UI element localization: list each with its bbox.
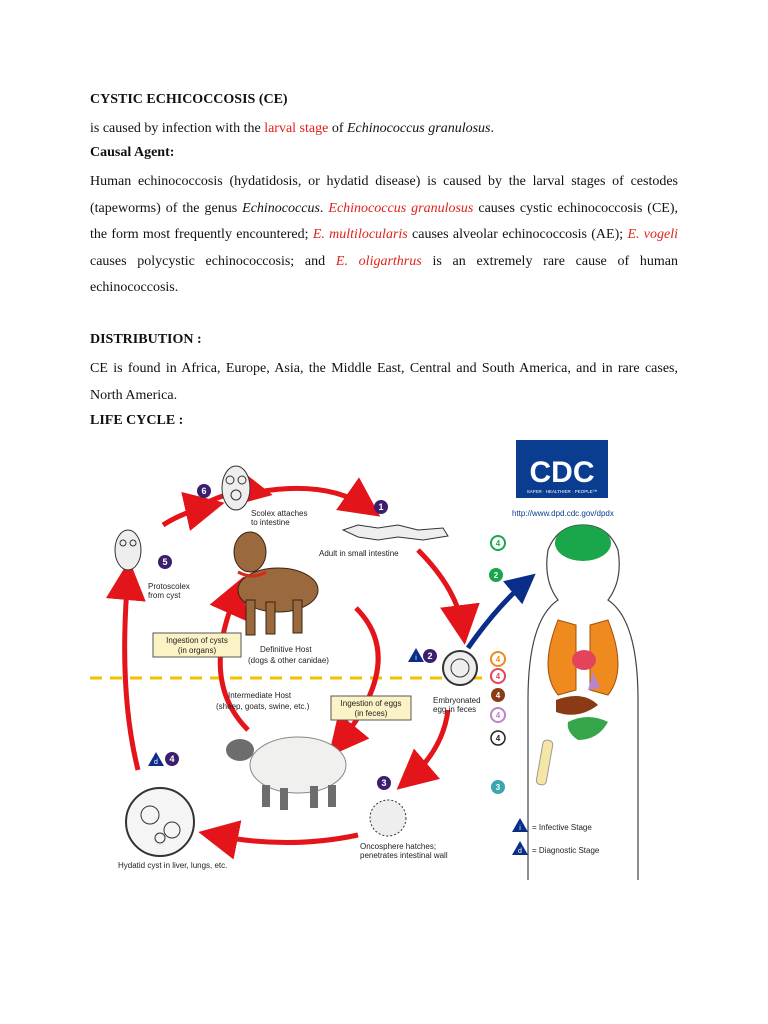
scolex-illustration [221, 465, 251, 511]
cdc-url: http://www.dpd.cdc.gov/dpdx [512, 509, 614, 518]
oncosphere-label-1: Oncosphere hatches; [360, 842, 436, 851]
ingest-eggs-label-2: (in feces) [355, 709, 388, 718]
step-2-number: 2 [427, 651, 432, 661]
egg-illustration [442, 650, 478, 686]
arrow-protoscolex-to-scolex [161, 491, 225, 531]
oncosphere-illustration [369, 799, 407, 837]
svg-text:4: 4 [496, 539, 501, 548]
arrow-inner-right [328, 606, 381, 757]
svg-text:4: 4 [496, 691, 501, 700]
scolex-label-2: to intestine [251, 518, 290, 527]
intro-paragraph: is caused by infection with the larval s… [90, 116, 678, 143]
svg-text:4: 4 [496, 655, 501, 664]
causal-egranulosus: Echinococcus granulosus [328, 200, 474, 216]
dog-illustration [233, 531, 319, 636]
ingest-eggs-box [330, 695, 412, 721]
arrow-oncosphere-to-cyst [198, 820, 359, 860]
step-5-badge [158, 555, 172, 569]
intermediate-host-sub: (sheep, goats, swine, etc.) [216, 702, 310, 711]
protoscolex-label-1: Protoscolex [148, 582, 190, 591]
distribution-paragraph: CE is found in Africa, Europe, Asia, the… [90, 361, 678, 403]
step-3-number: 3 [381, 778, 386, 788]
step-4-number: 4 [169, 754, 174, 764]
ingest-cysts-label-2: (in organs) [178, 646, 217, 655]
hydatid-label: Hydatid cyst in liver, lungs, etc. [118, 861, 227, 870]
arrow-cyst-to-protoscolex [105, 560, 146, 771]
human-step-markers: 4 2 4 4 4 4 4 3 [489, 535, 506, 794]
ingest-cysts-label-1: Ingestion of cysts [166, 636, 228, 645]
human-illustration [527, 524, 639, 880]
legend-diagnostic-text: = Diagnostic Stage [532, 846, 600, 855]
arrow-scolex-to-adult [257, 477, 381, 517]
step-6-number: 6 [201, 486, 206, 496]
distribution-heading: DISTRIBUTION : [90, 332, 202, 347]
egg-label-2: egg in feces [433, 705, 476, 714]
infective-marker [408, 648, 424, 662]
causal-s4: causes alveolar echinococcosis (AE); [407, 227, 628, 242]
life-cycle-diagram: 6 Scolex attaches to intestine 1 Adult i… [90, 440, 639, 880]
intro-pre: is caused by infection with the [90, 121, 265, 136]
egg-label-1: Embryonated [433, 696, 481, 705]
diagnostic-marker [148, 752, 164, 766]
protoscolex-label-2: from cyst [148, 591, 181, 600]
oncosphere-label-2: penetrates intestinal wall [360, 851, 448, 860]
sheep-illustration [226, 736, 347, 810]
definitive-host-sub: (dogs & other canidae) [248, 656, 329, 665]
adult-label: Adult in small intestine [319, 549, 399, 558]
causal-heading: Causal Agent: [90, 145, 175, 160]
adult-worm-illustration [341, 524, 449, 541]
causal-eoligarthrus: E. oligarthrus [335, 253, 422, 269]
svg-text:4: 4 [496, 672, 501, 681]
legend-infective-text: = Infective Stage [532, 823, 592, 832]
intermediate-host-label: Intermediate Host [228, 691, 292, 700]
arrow-egg-to-human [465, 573, 536, 650]
svg-text:SAFER · HEALTHIER · PEOPLE™: SAFER · HEALTHIER · PEOPLE™ [527, 489, 597, 494]
arrow-adult-to-egg [416, 548, 480, 645]
hydatid-cyst-illustration [125, 787, 195, 857]
legend-diagnostic-icon [512, 841, 528, 855]
svg-text:2: 2 [494, 571, 499, 580]
step-5-number: 5 [162, 557, 167, 567]
arrow-inner-left [209, 576, 250, 732]
causal-s1: Human echinococcosis (hydatidosis, or hy… [90, 174, 678, 216]
causal-s2: . [319, 200, 329, 216]
svg-text:4: 4 [496, 734, 501, 743]
legend-infective-icon [512, 818, 528, 832]
arrow-egg-to-oncosphere [396, 709, 451, 790]
definitive-host-label: Definitive Host [260, 645, 312, 654]
life-cycle-heading: LIFE CYCLE : [90, 413, 184, 428]
step-4-badge [165, 752, 179, 766]
intro-larval-stage: larval stage [264, 121, 329, 136]
ingest-eggs-label-1: Ingestion of eggs [341, 699, 402, 708]
step-6-badge [197, 484, 211, 498]
causal-genus: Echinococcus [242, 200, 320, 216]
scolex-label-1: Scolex attaches [251, 509, 307, 518]
doc-title: CYSTIC ECHICOCCOSIS (CE) [90, 92, 288, 107]
ingest-cysts-box [152, 632, 242, 658]
svg-text:CDC: CDC [530, 456, 595, 489]
intro-post: . [490, 121, 494, 136]
infective-marker-letter: i [415, 655, 417, 662]
step-2-badge [423, 649, 437, 663]
svg-text:3: 3 [496, 783, 501, 792]
legend-diagnostic-letter: d [518, 848, 522, 855]
svg-text:4: 4 [496, 711, 501, 720]
step-3-badge [377, 776, 391, 790]
causal-s6: is an extremely rare cause of human echi… [90, 253, 678, 296]
causal-evogeli: E. vogeli [627, 227, 678, 242]
diagnostic-marker-letter: d [154, 759, 158, 766]
intro-species: Echinococcus granulosus [347, 121, 491, 136]
causal-s3: causes cystic echinococcosis (CE), the f… [90, 200, 679, 243]
intro-mid: of [328, 121, 347, 136]
causal-s5: causes polycystic echinococcosis; and [90, 253, 336, 269]
causal-paragraph: Human echinococcosis (hydatidosis, or hy… [90, 169, 678, 302]
causal-emultilocularis: E. multilocularis [312, 227, 408, 242]
protoscolex-illustration [114, 529, 142, 571]
step-1-number: 1 [378, 502, 383, 512]
legend-infective-letter: i [519, 825, 521, 832]
cdc-logo: CDC SAFER · HEALTHIER · PEOPLE™ [516, 440, 608, 498]
step-1-badge [374, 500, 388, 514]
